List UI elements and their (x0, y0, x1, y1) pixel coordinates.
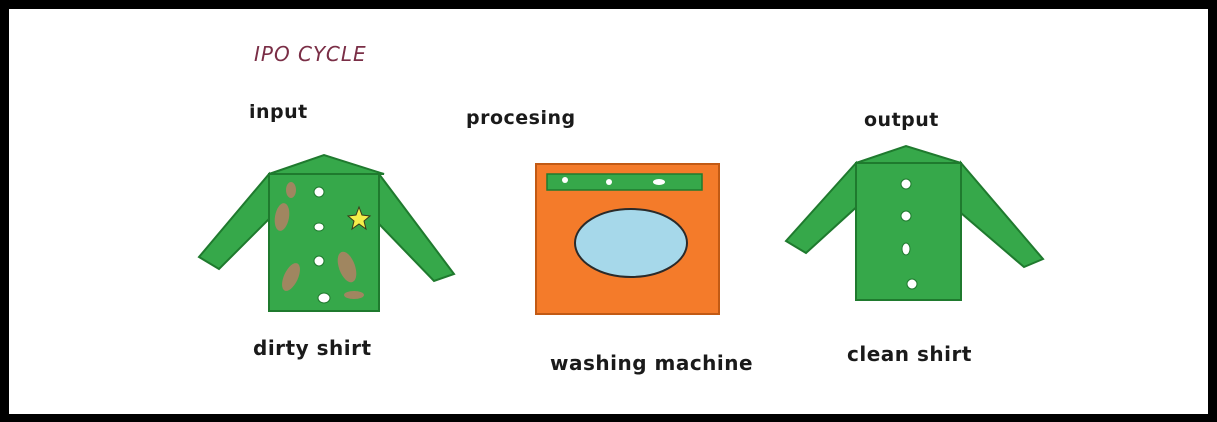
washing-machine-control-panel (547, 174, 702, 190)
dirty-shirt-collar (269, 155, 384, 174)
shirt-button (314, 187, 324, 197)
dirty-shirt-right-sleeve (379, 174, 454, 281)
output-label: output (864, 109, 939, 131)
shirt-button (901, 179, 911, 189)
clean-shirt-illustration (781, 141, 1051, 306)
dirty-shirt-illustration (194, 149, 464, 319)
washing-machine-door-window (575, 209, 687, 277)
shirt-button (901, 211, 911, 221)
shirt-button (902, 243, 910, 255)
dirty-shirt-left-sleeve (199, 174, 274, 269)
shirt-button (907, 279, 917, 289)
processing-caption: washing machine (550, 351, 753, 375)
clean-shirt-right-sleeve (961, 163, 1043, 267)
control-knob-icon (653, 179, 665, 185)
shirt-button (314, 256, 324, 266)
clean-shirt-collar (856, 146, 961, 163)
stain (344, 291, 364, 299)
control-knob-icon (606, 179, 612, 185)
diagram-title: IPO CYCLE (254, 42, 367, 66)
shirt-button (318, 293, 330, 303)
processing-label: procesing (466, 107, 576, 129)
shirt-button (314, 223, 324, 231)
input-caption: dirty shirt (253, 336, 372, 360)
output-caption: clean shirt (847, 342, 972, 366)
stain (286, 182, 296, 198)
clean-shirt-left-sleeve (786, 163, 861, 253)
input-label: input (249, 101, 308, 123)
control-knob-icon (562, 177, 568, 183)
washing-machine-illustration (536, 164, 720, 314)
